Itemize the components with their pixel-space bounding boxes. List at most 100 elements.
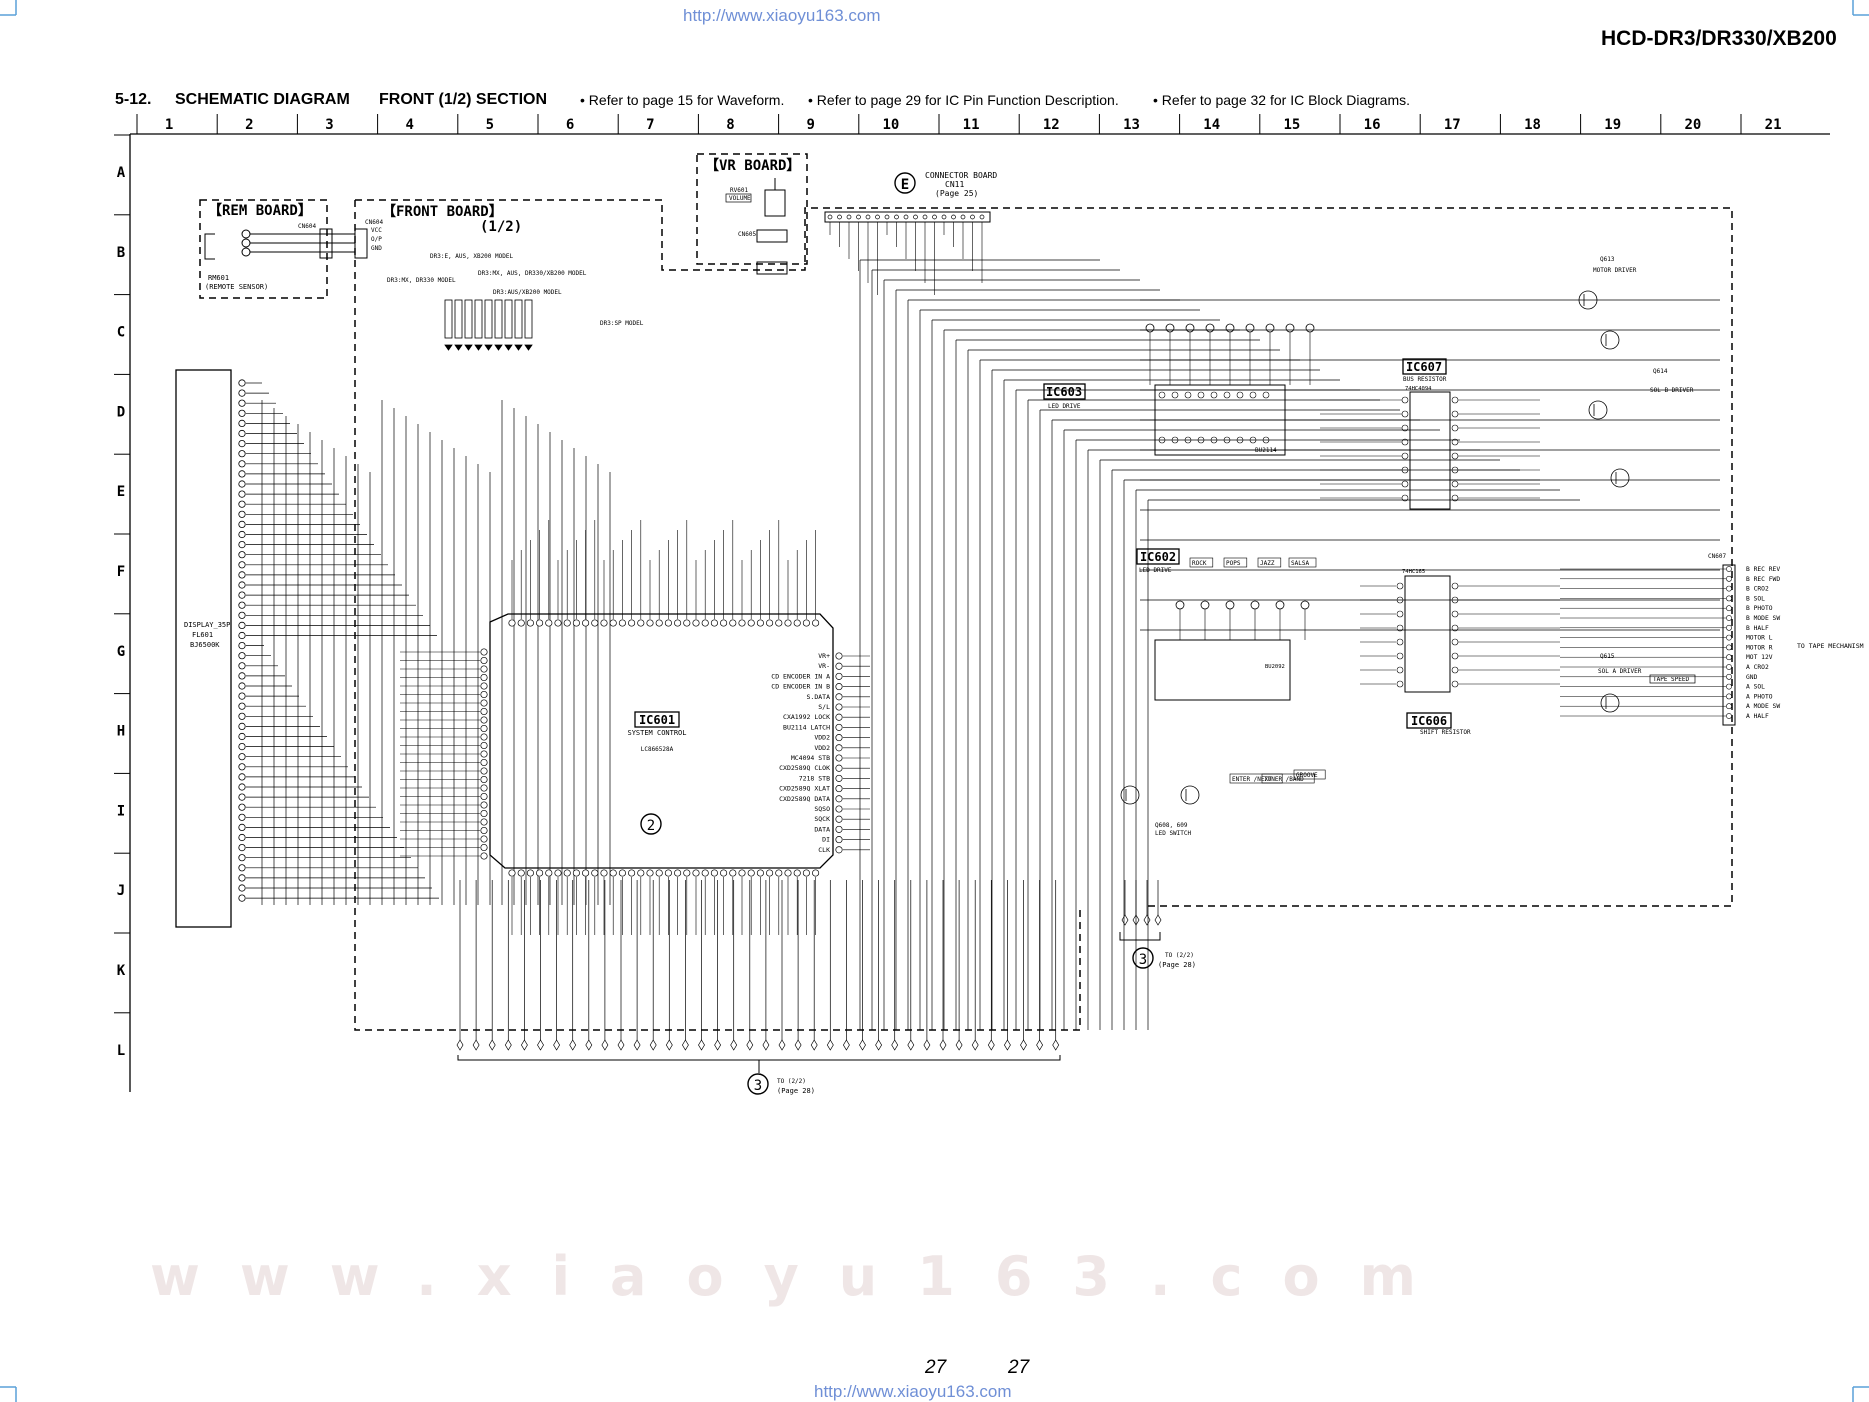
right-conn-pin (1132, 914, 1140, 926)
bottom-url[interactable]: http://www.xiaoyu163.com (814, 1382, 1012, 1401)
ic601-bottom-pin (545, 869, 553, 877)
led-603 (1145, 323, 1155, 333)
section-number: 5-12. (115, 91, 152, 108)
rem-sensor-symbol (204, 233, 215, 260)
connector-e-ref: CN11 (945, 180, 964, 189)
ic601-left-pin (480, 826, 488, 835)
section-subtitle: FRONT (1/2) SECTION (379, 91, 548, 108)
q614-desc: SOL B DRIVER (1650, 387, 1694, 394)
bottom-conn-pin (472, 1039, 480, 1051)
ic601-right-pin (835, 744, 843, 752)
ic601-right-pin-label: SQCK (814, 815, 830, 823)
display-ref: FL601 (192, 631, 213, 639)
ic601-right-pin-label: MC4094 STB (791, 754, 830, 762)
ic606-label-box (1406, 712, 1452, 729)
display-pin (238, 561, 246, 569)
ic601-left-pin (480, 852, 488, 860)
ic601-bottom-pin (600, 869, 608, 877)
ic603-part: BU2114 (1255, 447, 1277, 454)
tape-pin (1726, 615, 1732, 621)
ic601-bottom-pin (802, 869, 810, 877)
display-pin (238, 742, 246, 751)
routing-wires (859, 259, 1720, 1030)
diode (514, 299, 523, 339)
ic601-left-pin (480, 818, 488, 826)
column-label-17: 17 (1444, 117, 1461, 133)
cn11-pin (960, 214, 966, 220)
transistor-symbols (1120, 290, 1630, 805)
button-label-box (1293, 769, 1326, 780)
ic601-bottom-pin (812, 869, 820, 877)
tape-pin-label: A CRO2 (1746, 664, 1769, 671)
ic601-top-pin (655, 619, 663, 627)
q608-label: Q608, 609 (1155, 822, 1188, 829)
ic601-left-pin (480, 750, 488, 758)
transistor (1610, 468, 1630, 488)
bottom-conn-pin (955, 1039, 963, 1051)
diode (464, 299, 473, 339)
ic601-top-pin (710, 619, 718, 627)
bottom-conn-pin (859, 1039, 866, 1051)
ic606-pin (1396, 652, 1404, 660)
ic601-right-pin (835, 795, 843, 803)
bottom-conn-pin (971, 1039, 979, 1051)
display-pin (238, 894, 246, 902)
ic601-left-pin (480, 733, 488, 741)
ic607-label: IC607 (1406, 360, 1442, 374)
ic603-pin (1236, 391, 1244, 399)
cn11-pin (970, 214, 975, 220)
column-label-16: 16 (1364, 117, 1381, 133)
ic601-right-pin (835, 683, 843, 691)
bottom-conn-pin (714, 1039, 722, 1051)
marker-2: 2 (647, 818, 655, 834)
ic601-left-pin (480, 682, 488, 690)
q608-desc: LED SWITCH (1155, 830, 1192, 837)
button-label-box (1288, 557, 1317, 568)
transistor (1600, 330, 1620, 350)
ic601-right-pin (835, 846, 843, 854)
display-pin (238, 682, 246, 690)
led-602 (1250, 600, 1260, 610)
bottom-conn-pin (504, 1039, 512, 1051)
ic601-right-pin-label: BU2114 LATCH (783, 723, 830, 731)
bottom-conn-pin (1052, 1039, 1060, 1051)
ic601-right-pin-label: S/L (818, 703, 830, 711)
ic601-top-pin (646, 619, 654, 627)
display-pin (238, 722, 246, 731)
ic601-bottom-pin (554, 869, 562, 877)
ic601-bottom-pin (609, 869, 617, 877)
display-pin (238, 389, 246, 397)
transistor (1120, 785, 1140, 805)
ic601-right-pin (835, 815, 843, 823)
ic606-pin (1451, 610, 1459, 618)
column-label-20: 20 (1684, 117, 1701, 133)
ic601-right-pin (835, 713, 843, 721)
cn11-pin (875, 214, 880, 220)
display-bus (246, 382, 611, 905)
model-note-1: DR3:E, AUS, XB200 MODEL (430, 253, 513, 260)
bottom-conn-pin (488, 1039, 496, 1051)
display-part: BJ6500K (190, 641, 220, 649)
tape-pin-label: B SOL (1746, 595, 1765, 602)
ic601-top-pin (600, 619, 608, 627)
tape-pin (1726, 664, 1732, 670)
display-pin (238, 864, 246, 872)
cn11-pin (979, 214, 985, 220)
diode-symbol (464, 344, 473, 351)
front-board-conn: CN604 (365, 219, 383, 226)
tape-dest: TO TAPE MECHANISM (1797, 642, 1864, 650)
top-url[interactable]: http://www.xiaoyu163.com (683, 6, 881, 25)
ic603-desc: LED DRIVE (1048, 403, 1081, 410)
ic601-top-pin (536, 619, 544, 627)
ic601-bottom-pin (701, 869, 709, 877)
ic601-bottom-pin (710, 869, 718, 877)
display-pin (238, 399, 246, 407)
ic606-body (1404, 575, 1451, 693)
rem-desc: (REMOTE SENSOR) (205, 283, 268, 291)
tape-pin-label: B MODE SW (1746, 615, 1780, 622)
display-pin (238, 429, 246, 438)
ic603-pin (1184, 391, 1192, 399)
bottom-conn-pin (826, 1039, 834, 1051)
